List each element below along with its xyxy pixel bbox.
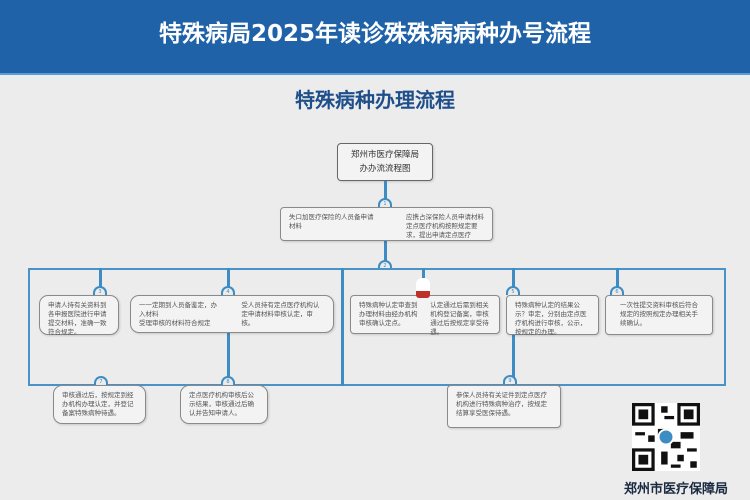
divider-line [341, 268, 344, 386]
step-marker: 6 [610, 286, 624, 295]
apply-box-left: 失口加医疗保险的人员备申请材料 [289, 213, 374, 230]
flow-frame [28, 268, 726, 386]
step-marker: 9 [503, 375, 517, 384]
qr-code [632, 403, 700, 471]
flowchart-title: 特殊病种办理流程 [295, 88, 455, 112]
apply-box: 失口加医疗保险的人员备申请材料 应携占深保险人员申请材料定点医疗机构按照规定要求… [280, 207, 493, 241]
page-title: 特殊病局2025年读诊殊殊病病种办号流程 [158, 21, 591, 47]
top-box: 郑州市医疗保障局 办办流流程图 [337, 143, 433, 181]
step-box: 特殊病种认定的结果公示？审定，分别由定点医疗机构进行审核，公示，按规定的办理。 [506, 295, 599, 336]
step-box: 一次性提交资料审核后符合规定的按照规定办理相关手续确认。 [605, 295, 713, 335]
apply-box-right: 应携占深保险人员申请材料定点医疗机构按照规定要求，提出申请定点医疗 [406, 213, 484, 239]
top-box-line1: 郑州市医疗保障局 [350, 150, 419, 160]
connector [99, 268, 102, 295]
qr-label: 郑州市医疗保障局 [623, 482, 728, 497]
top-box-line2: 办办流流程图 [359, 164, 411, 174]
step-box: 一一定期到人员备鉴定，办入材料 受理审核的材料符合规定 受人员持有定点医疗机构认… [130, 295, 334, 333]
step-marker: 1 [378, 198, 392, 207]
header-banner: 特殊病局2025年读诊殊殊病病种办号流程 [0, 0, 750, 75]
step-marker: 8 [221, 376, 235, 385]
result-box: 审核通过后，按规定到经办机构办理认定，并登记备案特殊病种待遇。 [53, 385, 146, 424]
result-box: 定点医疗机构审核后公示结果，审核通过后确认并告知申请人。 [180, 385, 268, 424]
step-box-right: 受人员持有定点医疗机构认定申请材料审核认定，审核。 [241, 301, 320, 327]
step-marker: 4 [221, 286, 235, 295]
doctor-icon [416, 278, 430, 298]
step-box: 申请人持有关资料到各申报医院进行申请提交材料，准确一致符合规定。 [39, 295, 119, 336]
result-box: 参保人员持有关证件到定点医疗机构进行特殊病种治疗，按规定结算享受医保待遇。 [447, 385, 561, 428]
step-box: 特殊病种认定审查到办理材料由经办机构审核确认定点。 认定通过后需到相关机构登记备… [350, 295, 500, 336]
step-marker: 2 [378, 260, 392, 269]
step-marker: 3 [93, 286, 107, 295]
step-box-left: 特殊病种认定审查到办理材料由经办机构审核确认定点。 [359, 301, 418, 327]
step-marker: 7 [94, 376, 108, 385]
step-box-right: 认定通过后需到相关机构登记备案，审核通过后按规定享受待遇。 [430, 301, 489, 336]
connector [616, 268, 619, 295]
step-box-left: 一一定期到人员备鉴定，办入材料 受理审核的材料符合规定 [139, 301, 217, 327]
step-marker: 5 [506, 286, 520, 295]
connector [422, 268, 425, 278]
